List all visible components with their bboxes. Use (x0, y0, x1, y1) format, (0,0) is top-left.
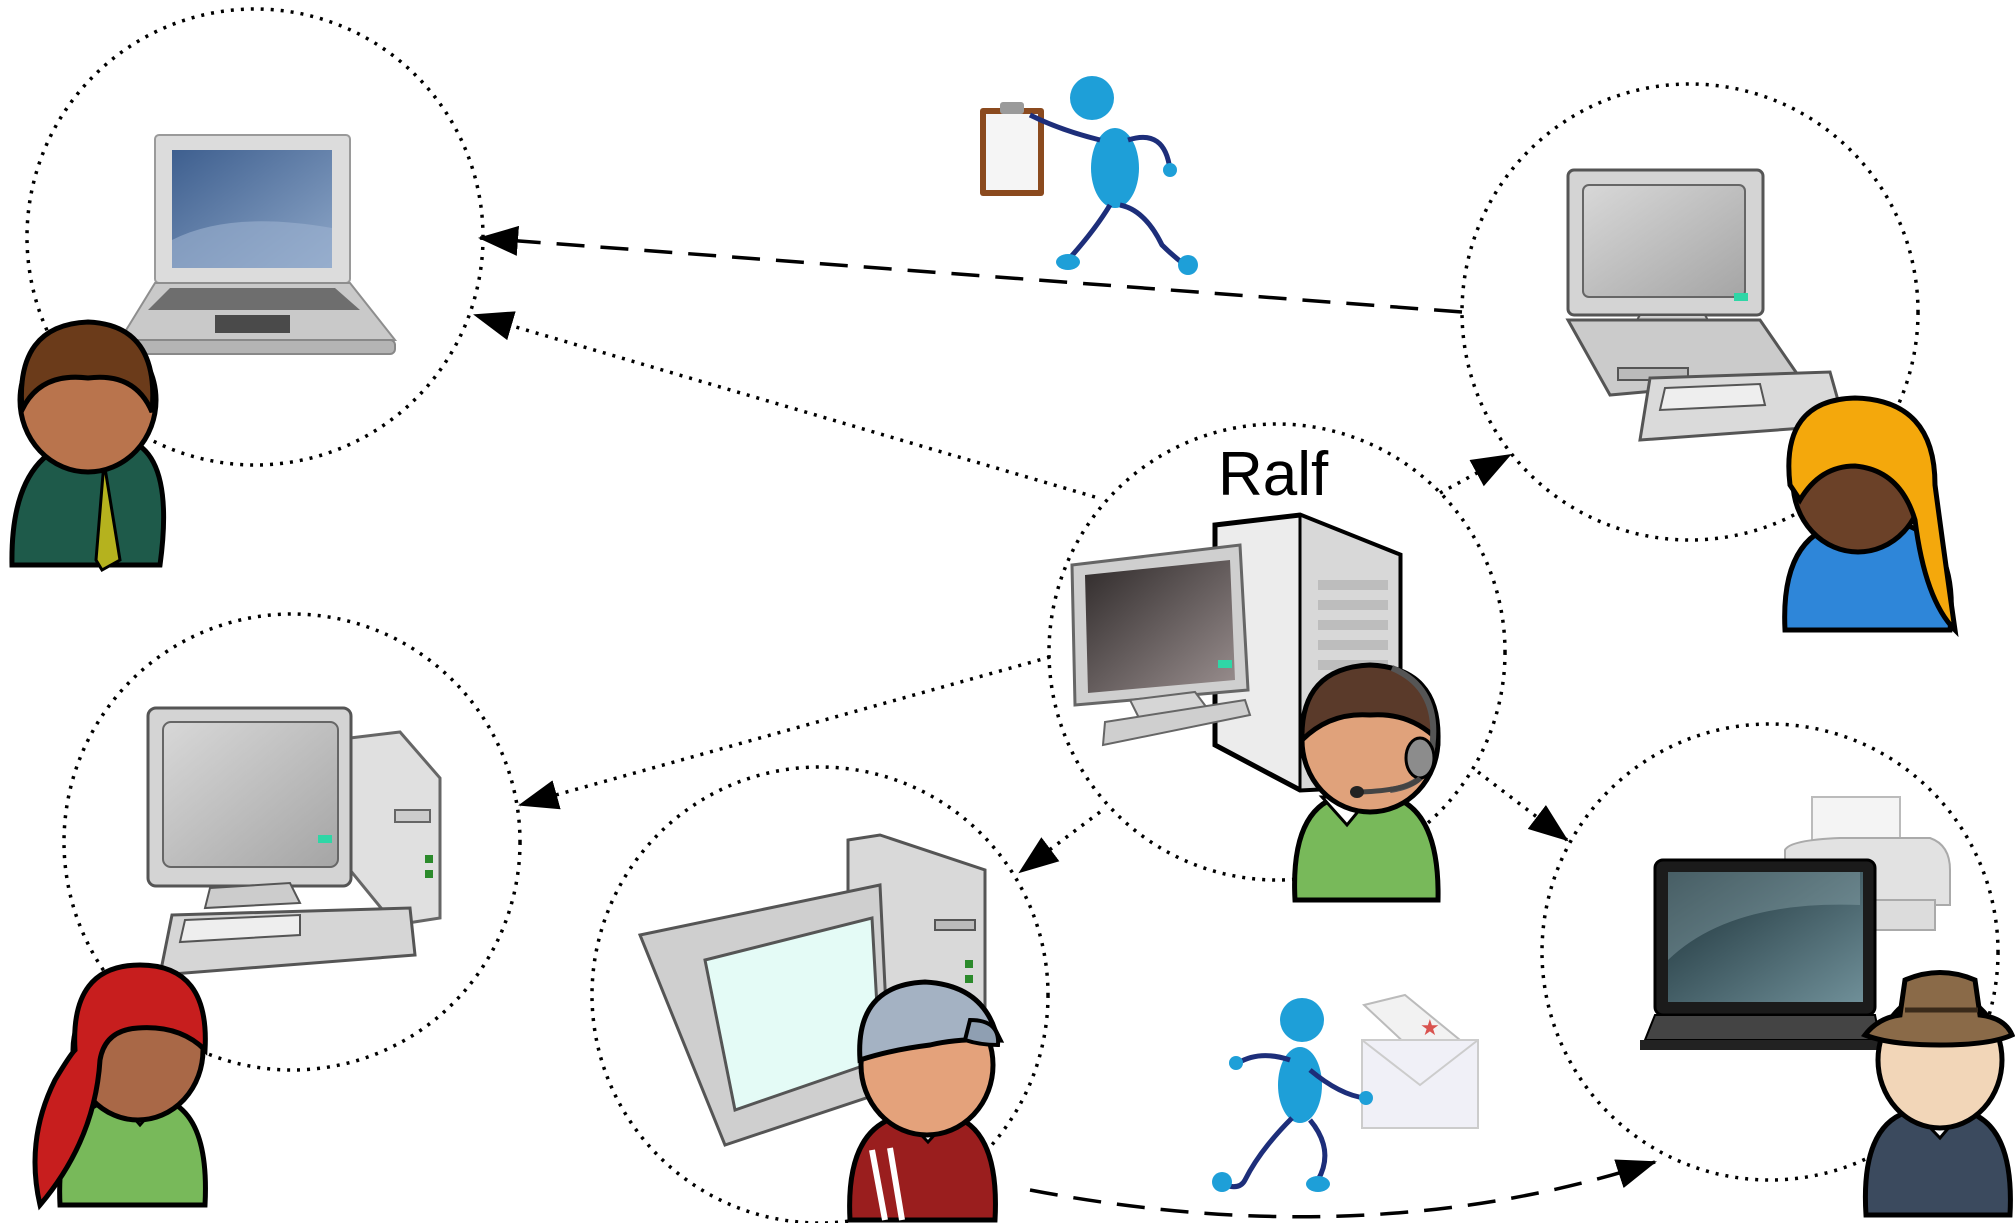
laptop-icon (118, 134, 398, 355)
node-circle-center (1047, 422, 1507, 882)
edge-center-to-bottom-center (1018, 810, 1102, 874)
edge-bottom-center-to-bottom-right (1029, 1159, 1657, 1219)
courier-with-envelope-icon: ★ (1212, 993, 1479, 1192)
center-node-label: Ralf (1218, 440, 1329, 509)
edge-center-to-bottom-right (1476, 770, 1569, 842)
node-circle-bottom-right (1540, 722, 2000, 1182)
node-circle-top-right (1460, 82, 1920, 542)
laptop-icon (1640, 858, 1885, 1050)
desktop-computer-icon (146, 706, 442, 977)
monitor-icon (1070, 543, 1252, 747)
woman-red-hair-avatar-icon (32, 962, 208, 1211)
desktop-computer-icon (1565, 168, 1847, 442)
svg-text:★: ★ (1420, 1016, 1440, 1041)
edge-center-to-top-left (473, 311, 1096, 499)
courier-with-clipboard-icon (980, 76, 1198, 275)
boy-with-cap-avatar-icon (847, 979, 1005, 1223)
node-circle-middle-left (62, 612, 522, 1072)
man-with-tie-avatar-icon (9, 319, 167, 573)
woman-blonde-avatar-icon (1782, 395, 1959, 638)
edge-center-to-middle-left (518, 655, 1051, 810)
edge-top-right-to-top-left (478, 225, 1463, 314)
edge-center-to-top-right (1439, 453, 1512, 495)
support-agent-headset-avatar-icon (1292, 662, 1441, 903)
man-with-hat-avatar-icon (1861, 970, 2015, 1218)
node-circle-bottom-center (590, 765, 1050, 1223)
